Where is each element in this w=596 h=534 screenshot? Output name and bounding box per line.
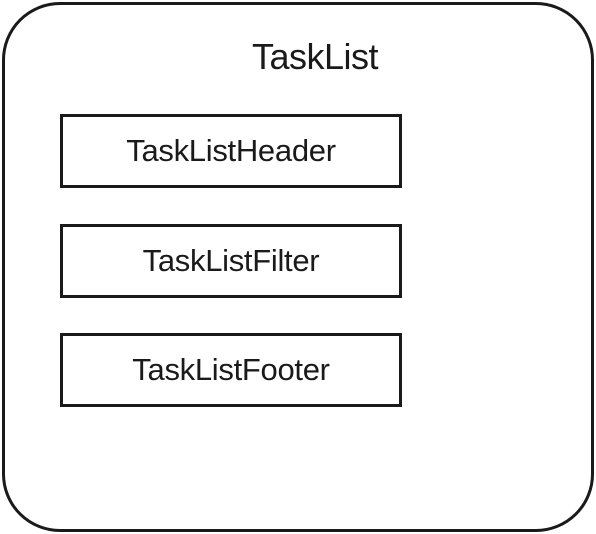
tasklist-footer-box: TaskListFooter — [60, 333, 402, 407]
tasklist-footer-label: TaskListFooter — [132, 352, 330, 387]
tasklist-filter-box: TaskListFilter — [60, 224, 402, 298]
tasklist-filter-label: TaskListFilter — [142, 243, 320, 278]
tasklist-header-label: TaskListHeader — [126, 133, 336, 168]
tasklist-header-box: TaskListHeader — [60, 114, 402, 188]
container-title: TaskList — [251, 36, 379, 77]
